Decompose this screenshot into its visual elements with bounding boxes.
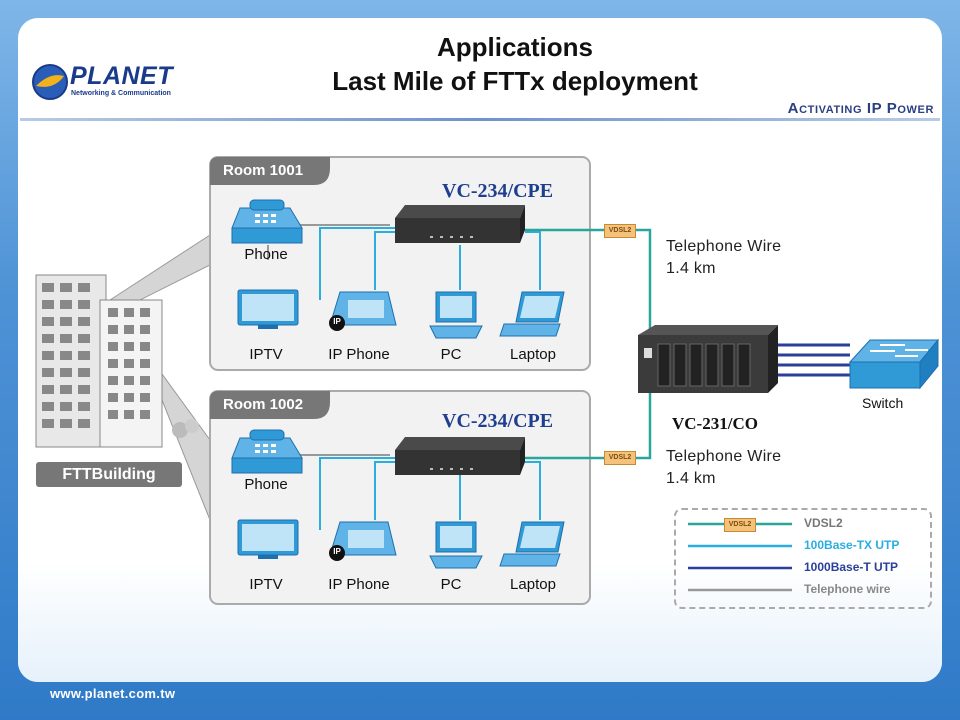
room-label: Room 1002	[223, 396, 304, 413]
room-callout-1	[109, 234, 211, 311]
device-label-pc: PC	[440, 576, 462, 593]
cpe-label: VC-234/CPE	[442, 410, 554, 432]
ip-badge: IP	[333, 317, 341, 326]
laptop-icon	[499, 521, 565, 567]
link-distance: 1.4 km	[666, 470, 716, 487]
device-label-ip-phone: IP Phone	[328, 346, 390, 363]
co-chassis-icon	[638, 325, 778, 393]
link-type: Telephone Wire	[666, 448, 782, 465]
cpe-device-1001	[395, 205, 525, 243]
device-label-phone: Phone	[244, 476, 288, 493]
room-tab-1001	[210, 157, 330, 185]
ip-phone-icon	[329, 291, 397, 331]
link-label: Telephone Wire 1.4 km	[666, 236, 781, 280]
page-subtitle: Last Mile of FTTx deployment	[332, 66, 698, 96]
building-icon	[35, 274, 199, 448]
co-label: VC-231/CO	[672, 414, 758, 433]
device-label-phone: Phone	[244, 246, 288, 263]
page-title: Applications	[436, 32, 593, 62]
switch-icon	[848, 338, 940, 390]
room-label: Room 1001	[223, 162, 304, 179]
logo-text: PLANET	[70, 62, 173, 90]
link-label: Telephone Wire 1.4 km	[666, 446, 781, 490]
device-label-iptv: IPTV	[249, 576, 283, 593]
cpe-label: VC-234/CPE	[442, 180, 554, 202]
vdsl-tag: VDSL2	[604, 224, 636, 238]
device-label-laptop: Laptop	[510, 346, 556, 363]
phone-icon	[231, 429, 303, 474]
cpe-device-1002	[395, 437, 525, 475]
ip-badge: IP	[333, 547, 341, 556]
pc-icon	[429, 291, 483, 339]
legend-item: 100Base-TX UTP	[804, 538, 900, 552]
header-rule	[20, 118, 940, 121]
planet-logo-icon	[32, 64, 68, 100]
device-label-ip-phone: IP Phone	[328, 576, 390, 593]
footer-url[interactable]: www.planet.com.tw	[50, 686, 176, 701]
legend-item: VDSL2	[804, 516, 843, 530]
device-label-laptop: Laptop	[510, 576, 556, 593]
iptv-icon	[237, 289, 299, 329]
device-label-pc: PC	[440, 346, 462, 363]
logo-subtext: Networking & Communication	[71, 90, 171, 97]
ip-phone-icon	[329, 521, 397, 561]
switch-label: Switch	[862, 395, 904, 411]
building-label: FTTBuilding	[36, 462, 182, 487]
phone-icon	[231, 199, 303, 244]
pc-icon	[429, 521, 483, 569]
legend-vdsl-tag: VDSL2	[724, 518, 756, 532]
tagline: Activating IP Power	[787, 100, 934, 117]
iptv-icon	[237, 519, 299, 559]
vdsl-tag: VDSL2	[604, 451, 636, 465]
room-tab-1002	[210, 391, 330, 419]
laptop-icon	[499, 291, 565, 337]
legend	[674, 508, 932, 609]
device-label-iptv: IPTV	[249, 346, 283, 363]
legend-item: 1000Base-T UTP	[804, 560, 899, 574]
link-distance: 1.4 km	[666, 260, 716, 277]
legend-item: Telephone wire	[804, 582, 891, 596]
link-type: Telephone Wire	[666, 238, 782, 255]
